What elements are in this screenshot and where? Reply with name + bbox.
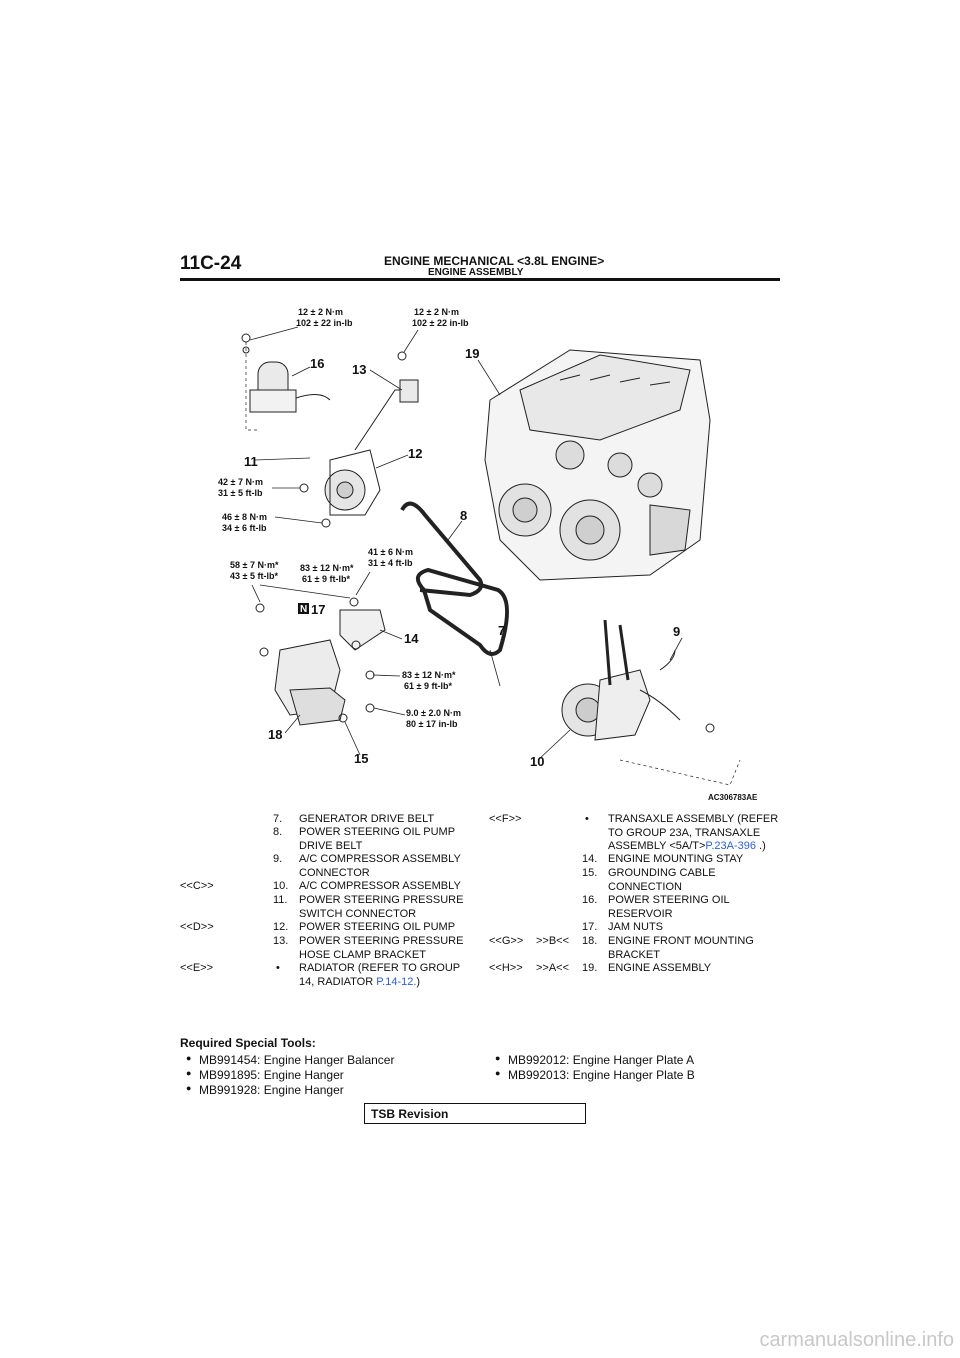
- special-tools-title: Required Special Tools:: [180, 1036, 316, 1050]
- callout-7: 7: [498, 623, 505, 638]
- parts-left-6-num: 13.: [273, 935, 289, 947]
- torque-15-nm: 9.0 ± 2.0 N·m: [406, 708, 461, 718]
- callout-15: 15: [354, 751, 368, 766]
- parts-right-6-text: ENGINE ASSEMBLY: [608, 962, 712, 974]
- callout-9: 9: [673, 624, 680, 639]
- parts-left-7-bullet: •: [276, 962, 280, 974]
- parts-left-5-num: 12.: [273, 921, 289, 933]
- callout-14: 14: [404, 631, 419, 646]
- callout-11: 11: [244, 454, 258, 469]
- torque-11-ftlb: 31 ± 5 ft-lb: [218, 488, 263, 498]
- parts-right-4-num: 17.: [582, 921, 598, 933]
- parts-right-0-bullet: •: [585, 813, 589, 825]
- parts-left-2-num: 9.: [273, 853, 283, 865]
- torque-17a-nm: 58 ± 7 N·m*: [230, 560, 279, 570]
- parts-right-2-text: GROUNDING CABLE CONNECTION: [608, 867, 716, 893]
- parts-left-3-tag: <<C>>: [180, 880, 214, 892]
- torque-12-ftlb: 34 ± 6 ft-lb: [222, 523, 267, 533]
- new-part-badge-text: N: [300, 604, 307, 615]
- parts-right-0-text: TRANSAXLE ASSEMBLY (REFER TO GROUP 23A, …: [608, 813, 779, 852]
- radiator-page-link[interactable]: P.14-12.: [376, 975, 417, 988]
- parts-right-6-tag2: >>A<<: [536, 962, 570, 974]
- parts-left-1-num: 8.: [273, 826, 283, 838]
- parts-right-4-text: JAM NUTS: [608, 921, 663, 933]
- callout-18: 18: [268, 727, 282, 742]
- tsb-revision-box: TSB Revision: [364, 1103, 586, 1124]
- engine-block-illustration: [484, 349, 711, 581]
- bullet-icon: ●: [495, 1053, 501, 1063]
- torque-17b-ftlb: 61 ± 9 ft-lb*: [302, 574, 350, 584]
- parts-left-5-text: POWER STEERING OIL PUMP: [299, 921, 456, 933]
- parts-right-5-tag2: >>B<<: [536, 935, 570, 947]
- tool-item: ●MB991895: Engine Hanger: [186, 1068, 344, 1082]
- parts-right-5-text: ENGINE FRONT MOUNTING BRACKET: [608, 935, 754, 961]
- parts-left-6-text: POWER STEERING PRESSURE HOSE CLAMP BRACK…: [299, 935, 464, 961]
- parts-right-3-num: 16.: [582, 894, 598, 906]
- section-title: ENGINE MECHANICAL <3.8L ENGINE>: [384, 254, 605, 268]
- parts-left-0-text: GENERATOR DRIVE BELT: [299, 813, 435, 825]
- torque-11-nm: 42 ± 7 N·m: [218, 477, 263, 487]
- parts-left-2-text: A/C COMPRESSOR ASSEMBLY CONNECTOR: [299, 853, 461, 879]
- parts-right-6-tag: <<H>>: [489, 962, 523, 974]
- tool-item: ●MB991928: Engine Hanger: [186, 1083, 344, 1097]
- parts-right-1-text: ENGINE MOUNTING STAY: [608, 853, 744, 865]
- engine-assembly-diagram: 12 ± 2 N·m 102 ± 22 in-lb 12 ± 2 N·m 102…: [218, 307, 758, 800]
- torque-14-ftlb: 31 ± 4 ft-lb: [368, 558, 413, 568]
- parts-right-2-num: 15.: [582, 867, 598, 879]
- callout-17: 17: [311, 602, 325, 617]
- bullet-icon: ●: [495, 1068, 501, 1078]
- callout-12: 12: [408, 446, 422, 461]
- bullet-icon: ●: [186, 1053, 192, 1063]
- parts-left-3-num: 10.: [273, 880, 289, 892]
- section-code: 11C-24: [180, 253, 242, 274]
- parts-right-6-num: 19.: [582, 962, 598, 974]
- callout-19: 19: [465, 346, 479, 361]
- header-divider: [180, 278, 780, 281]
- torque-17a-ftlb: 43 ± 5 ft-lb*: [230, 571, 278, 581]
- parts-left-7-tag: <<E>>: [180, 962, 214, 974]
- reservoir-illustration: [241, 333, 331, 413]
- parts-right-5-tag: <<G>>: [489, 935, 524, 947]
- drive-belts-illustration: [400, 501, 510, 656]
- torque-16-nm: 12 ± 2 N·m: [298, 307, 343, 317]
- parts-left-4-num: 11.: [273, 894, 288, 906]
- figure-id: AC306783AE: [708, 793, 758, 800]
- torque-18-nm: 83 ± 12 N·m*: [402, 670, 456, 680]
- parts-right-5-num: 18.: [582, 935, 598, 947]
- tool-item: ●MB992012: Engine Hanger Plate A: [495, 1053, 695, 1067]
- compressor-illustration: [561, 619, 715, 741]
- callout-16: 16: [310, 356, 324, 371]
- torque-13-nm: 12 ± 2 N·m: [414, 307, 459, 317]
- transaxle-page-link[interactable]: P.23A-396: [705, 840, 756, 852]
- parts-left-4-text: POWER STEERING PRESSURE SWITCH CONNECTOR: [299, 894, 464, 920]
- tool-item: ●MB992013: Engine Hanger Plate B: [495, 1068, 695, 1082]
- callout-10: 10: [530, 754, 544, 769]
- parts-right-1-num: 14.: [582, 853, 598, 865]
- torque-14-nm: 41 ± 6 N·m: [368, 547, 413, 557]
- torque-18-ftlb: 61 ± 9 ft-lb*: [404, 681, 452, 691]
- torque-12-nm: 46 ± 8 N·m: [222, 512, 267, 522]
- torque-13-inlb: 102 ± 22 in-lb: [412, 318, 469, 328]
- parts-right-3-text: POWER STEERING OIL RESERVOIR: [608, 894, 730, 920]
- parts-left-5-tag: <<D>>: [180, 921, 214, 933]
- torque-17b-nm: 83 ± 12 N·m*: [300, 563, 354, 573]
- callout-13: 13: [352, 362, 366, 377]
- parts-left-1-text: POWER STEERING OIL PUMP DRIVE BELT: [299, 826, 455, 852]
- torque-15-inlb: 80 ± 17 in-lb: [406, 719, 458, 729]
- parts-left-0-num: 7.: [273, 813, 283, 825]
- bullet-icon: ●: [186, 1068, 192, 1078]
- new-part-badge: [298, 603, 309, 614]
- parts-left-7-text: RADIATOR (REFER TO GROUP 14, RADIATOR P.…: [299, 962, 460, 988]
- watermark: carmanualsonline.info: [759, 1329, 954, 1351]
- engine-mount-illustration: [255, 597, 386, 726]
- pump-illustration: [299, 351, 419, 528]
- leader-lines: [249, 326, 683, 761]
- section-subtitle: ENGINE ASSEMBLY: [428, 267, 524, 278]
- bullet-icon: ●: [186, 1083, 192, 1093]
- tool-item: ●MB991454: Engine Hanger Balancer: [186, 1053, 395, 1067]
- torque-16-inlb: 102 ± 22 in-lb: [296, 318, 353, 328]
- parts-right-0-tag: <<F>>: [489, 813, 522, 825]
- callout-8: 8: [460, 508, 467, 523]
- parts-left-3-text: A/C COMPRESSOR ASSEMBLY: [299, 880, 461, 892]
